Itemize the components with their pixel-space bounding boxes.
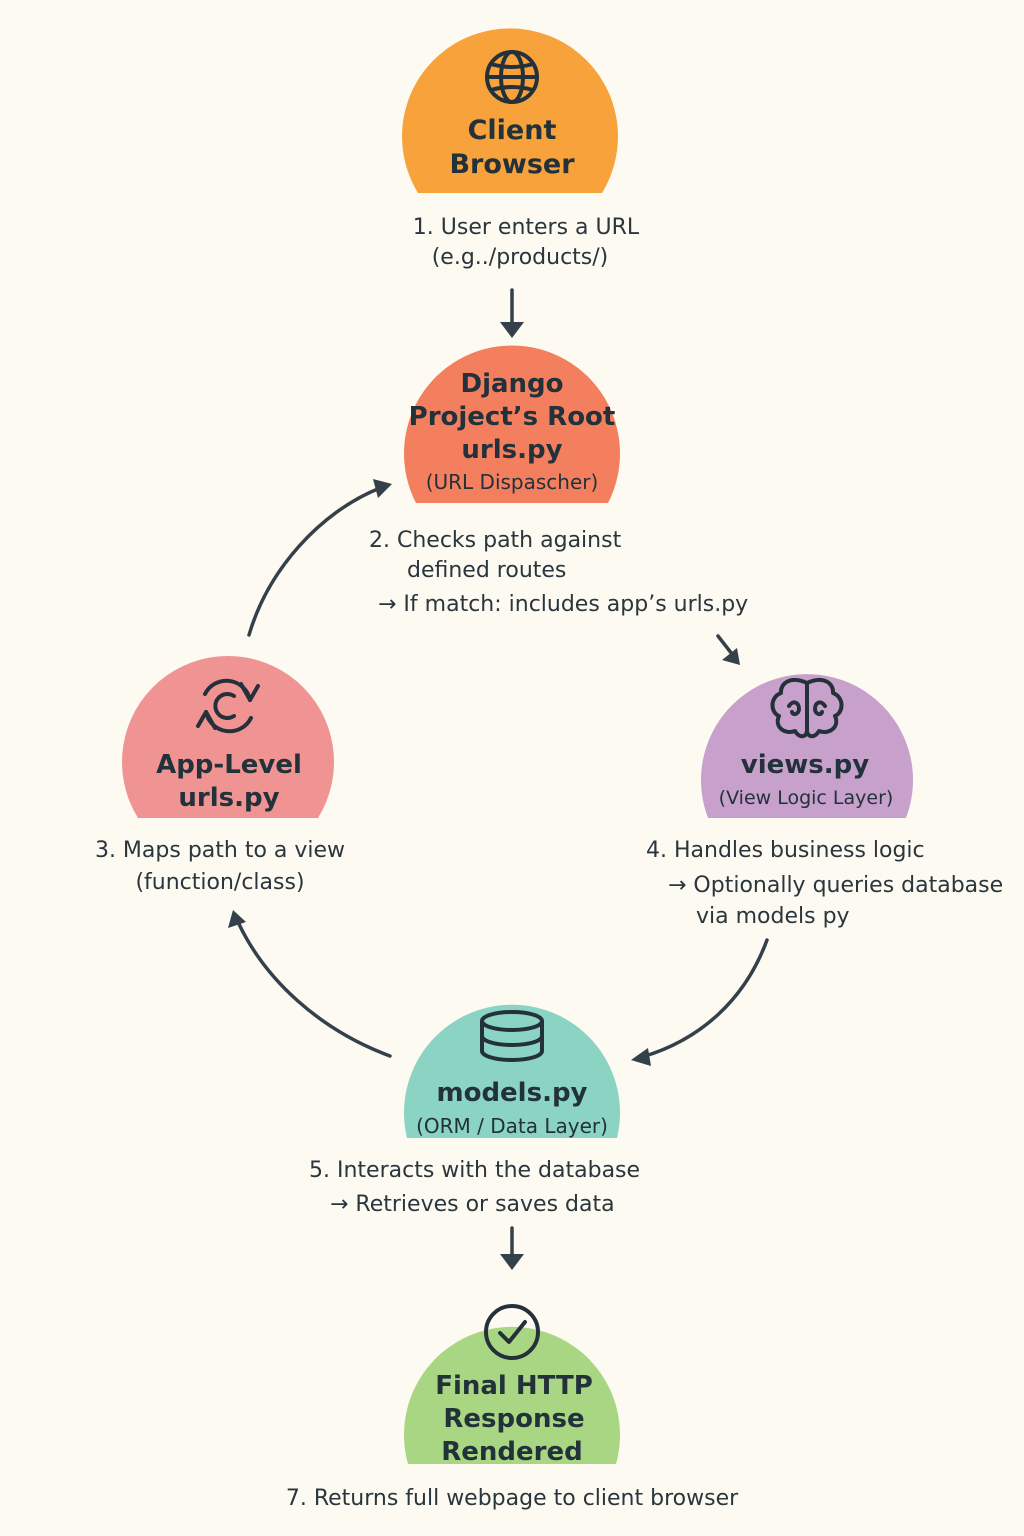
database-icon — [480, 1010, 544, 1062]
app-urls-node: App-Level urls.py — [121, 656, 334, 818]
step-4-label: 4. Handles business logic → Optionally q… — [646, 838, 1003, 929]
step-4-line-1: 4. Handles business logic — [646, 838, 925, 863]
final-response-title-line-1: Final HTTP — [435, 1371, 593, 1401]
final-response-title-line-2: Response — [443, 1404, 584, 1434]
final-response-node: Final HTTP Response Rendered — [404, 1304, 620, 1467]
root-urls-blob — [403, 345, 620, 503]
step-2-line-3: → If match: includes app’s urls.py — [378, 592, 748, 617]
client-browser-title-line-2: Browser — [449, 149, 575, 180]
step-5-label: 5. Interacts with the database → Retriev… — [309, 1158, 640, 1217]
step-4-line-3: via models py — [696, 904, 850, 929]
step-5-line-2: → Retrieves or saves data — [330, 1192, 615, 1217]
step-3-line-1: 3. Maps path to a view — [95, 838, 345, 863]
final-response-blob — [404, 1326, 620, 1464]
app-urls-blob — [121, 656, 334, 818]
connector-views-to-models — [631, 938, 769, 1066]
models-subtitle: (ORM / Data Layer) — [416, 1114, 608, 1138]
client-browser-node: Client Browser — [402, 28, 618, 193]
step-7-line-1: 7. Returns full webpage to client browse… — [286, 1486, 739, 1511]
root-urls-subtitle: (URL Dispascher) — [426, 470, 599, 494]
root-urls-node: Django Project’s Root urls.py (URL Dispa… — [403, 345, 620, 503]
models-blob — [404, 1004, 620, 1138]
step-1-line-1: 1. User enters a URL — [413, 215, 640, 240]
app-urls-title-line-1: App-Level — [156, 750, 302, 780]
models-title: models.py — [436, 1078, 587, 1108]
views-blob — [701, 674, 913, 818]
models-node: models.py (ORM / Data Layer) — [404, 1004, 620, 1138]
root-urls-title-line-3: urls.py — [461, 435, 562, 465]
app-urls-title-line-2: urls.py — [178, 783, 279, 813]
step-2-line-2: defined routes — [407, 558, 566, 583]
views-title: views.py — [741, 750, 869, 780]
step-3-line-2: (function/class) — [135, 870, 304, 895]
step-3-label: 3. Maps path to a view (function/class) — [95, 838, 345, 895]
client-browser-blob — [402, 28, 618, 193]
step-5-line-1: 5. Interacts with the database — [309, 1158, 640, 1183]
connector-models-to-app — [228, 910, 392, 1058]
check-circle-icon — [484, 1304, 540, 1360]
connector-root-to-views — [716, 634, 740, 665]
step-7-label: 7. Returns full webpage to client browse… — [286, 1486, 739, 1511]
views-node: views.py (View Logic Layer) — [701, 674, 913, 818]
connector-client-to-root — [500, 288, 524, 338]
step-1-label: 1. User enters a URL (e.g../products/) — [413, 215, 640, 270]
views-subtitle: (View Logic Layer) — [719, 787, 894, 809]
client-browser-title-line-1: Client — [468, 115, 557, 146]
final-response-title-line-3: Rendered — [441, 1437, 582, 1467]
connector-models-to-final — [500, 1226, 524, 1270]
step-1-line-2: (e.g../products/) — [432, 245, 609, 270]
root-urls-title-line-1: Django — [460, 369, 563, 399]
step-4-line-2: → Optionally queries database — [668, 873, 1003, 898]
refresh-cycle-icon — [196, 678, 260, 734]
root-urls-title-line-2: Project’s Root — [409, 402, 616, 432]
connector-app-to-root — [247, 479, 392, 637]
step-2-label: 2. Checks path against defined routes → … — [369, 528, 748, 617]
globe-icon — [485, 50, 539, 104]
step-2-line-1: 2. Checks path against — [369, 528, 622, 553]
brain-icon — [770, 677, 844, 739]
